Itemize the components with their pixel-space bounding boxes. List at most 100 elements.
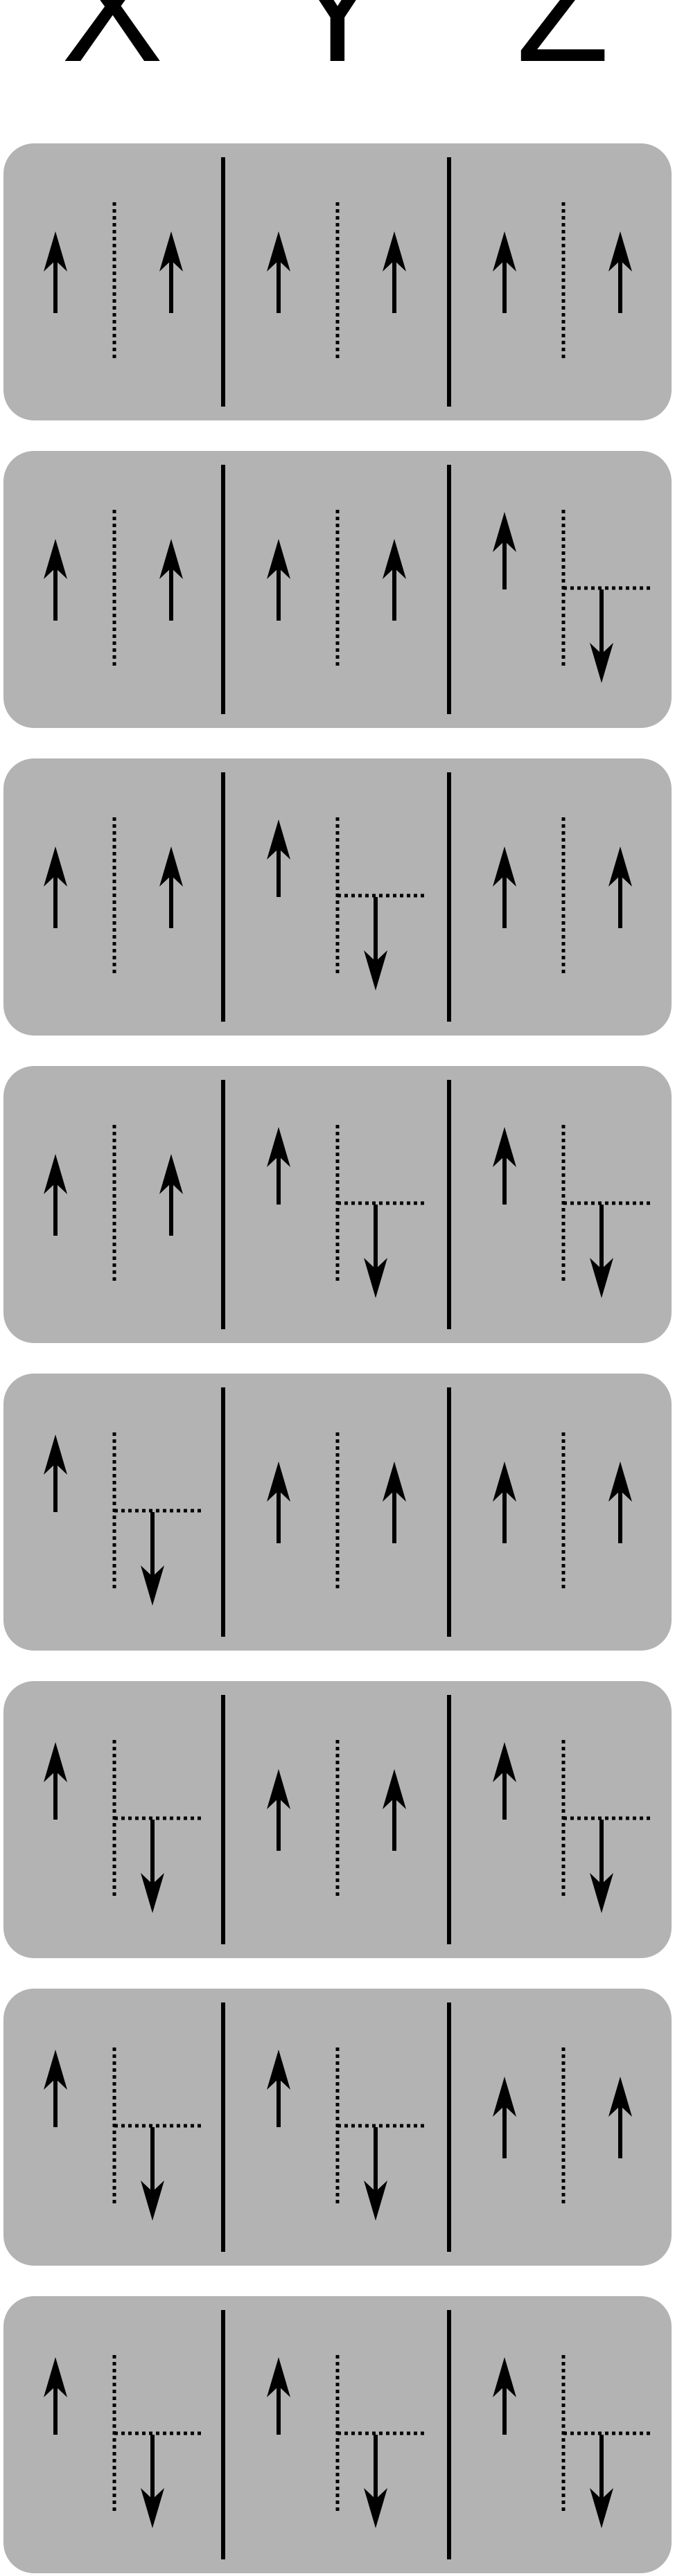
- arrow-head: [141, 2488, 164, 2528]
- arrow-head: [383, 231, 406, 272]
- arrow-head: [44, 1742, 67, 1782]
- arrow-head: [493, 1742, 516, 1782]
- arrow-head: [267, 1127, 290, 1167]
- arrow-head: [364, 950, 387, 991]
- cell-y: [267, 1125, 424, 1298]
- up-arrow-icon: [267, 2050, 290, 2127]
- down-arrow-icon: [141, 1820, 164, 1913]
- up-arrow-icon: [44, 539, 67, 621]
- header-y: Y: [287, 0, 389, 94]
- up-arrow-icon: [383, 539, 406, 621]
- up-arrow-icon: [493, 1742, 516, 1820]
- up-arrow-icon: [267, 1127, 290, 1205]
- configuration-row: [3, 1681, 672, 1958]
- up-arrow-icon: [44, 1742, 67, 1820]
- arrow-head: [159, 539, 183, 579]
- up-arrow-icon: [608, 2077, 632, 2158]
- cell-z: [493, 1432, 632, 1588]
- arrow-head: [267, 539, 290, 579]
- cell-y: [267, 817, 424, 991]
- arrow-head: [590, 643, 613, 683]
- header-x: X: [62, 0, 164, 94]
- down-arrow-icon: [364, 897, 387, 991]
- cell-z: [493, 1125, 650, 1298]
- down-arrow-icon: [364, 1205, 387, 1298]
- down-arrow-icon: [141, 2435, 164, 2528]
- up-arrow-icon: [493, 846, 516, 928]
- down-arrow-icon: [141, 2127, 164, 2221]
- up-arrow-icon: [267, 1769, 290, 1851]
- up-arrow-icon: [44, 1434, 67, 1512]
- up-arrow-icon: [493, 512, 516, 589]
- arrow-head: [590, 1258, 613, 1298]
- configuration-row: [3, 1066, 672, 1343]
- up-arrow-icon: [44, 231, 67, 313]
- arrow-head: [383, 1462, 406, 1502]
- arrow-head: [493, 1462, 516, 1502]
- cell-z: [493, 510, 650, 683]
- up-arrow-icon: [267, 231, 290, 313]
- arrow-head: [608, 846, 632, 887]
- arrow-head: [493, 1127, 516, 1167]
- up-arrow-icon: [383, 231, 406, 313]
- down-arrow-icon: [364, 2435, 387, 2528]
- arrow-head: [141, 1873, 164, 1913]
- cell-x: [44, 202, 183, 358]
- cell-z: [493, 817, 632, 973]
- arrow-head: [493, 2357, 516, 2397]
- arrow-head: [608, 231, 632, 272]
- cell-x: [44, 510, 183, 666]
- down-arrow-icon: [590, 1205, 613, 1298]
- arrow-head: [141, 1565, 164, 1606]
- arrow-head: [44, 2050, 67, 2090]
- down-arrow-icon: [590, 2435, 613, 2528]
- arrow-head: [267, 1769, 290, 1809]
- down-arrow-icon: [590, 589, 613, 683]
- up-arrow-icon: [159, 231, 183, 313]
- up-arrow-icon: [267, 539, 290, 621]
- arrow-head: [383, 1769, 406, 1809]
- cell-x: [44, 2048, 201, 2221]
- up-arrow-icon: [493, 2077, 516, 2158]
- arrow-head: [44, 846, 67, 887]
- up-arrow-icon: [608, 846, 632, 928]
- cell-y: [267, 1432, 406, 1588]
- cell-y: [267, 510, 406, 666]
- cell-z: [493, 1740, 650, 1913]
- cell-y: [267, 2048, 424, 2221]
- configuration-row: [3, 143, 672, 420]
- up-arrow-icon: [267, 819, 290, 897]
- configuration-row: [3, 451, 672, 728]
- up-arrow-icon: [608, 231, 632, 313]
- arrow-head: [493, 2077, 516, 2117]
- arrow-head: [493, 846, 516, 887]
- up-arrow-icon: [493, 231, 516, 313]
- arrow-head: [608, 2077, 632, 2117]
- up-arrow-icon: [493, 1462, 516, 1543]
- cell-z: [493, 202, 632, 358]
- arrow-head: [493, 231, 516, 272]
- up-arrow-icon: [383, 1462, 406, 1543]
- configuration-rows: [3, 143, 672, 2573]
- cell-x: [44, 817, 183, 973]
- arrow-head: [44, 2357, 67, 2397]
- up-arrow-icon: [493, 1127, 516, 1205]
- up-arrow-icon: [159, 1154, 183, 1236]
- cell-y: [267, 2355, 424, 2528]
- arrow-head: [44, 539, 67, 579]
- arrow-head: [267, 2050, 290, 2090]
- arrow-head: [590, 1873, 613, 1913]
- up-arrow-icon: [383, 1769, 406, 1851]
- arrow-head: [267, 1462, 290, 1502]
- up-arrow-icon: [44, 2050, 67, 2127]
- cell-x: [44, 2355, 201, 2528]
- arrow-head: [364, 2488, 387, 2528]
- configuration-row: [3, 1989, 672, 2266]
- arrow-head: [493, 512, 516, 552]
- cell-z: [493, 2355, 650, 2528]
- arrow-head: [590, 2488, 613, 2528]
- arrow-head: [44, 1434, 67, 1475]
- arrow-head: [159, 231, 183, 272]
- arrow-head: [141, 2180, 164, 2221]
